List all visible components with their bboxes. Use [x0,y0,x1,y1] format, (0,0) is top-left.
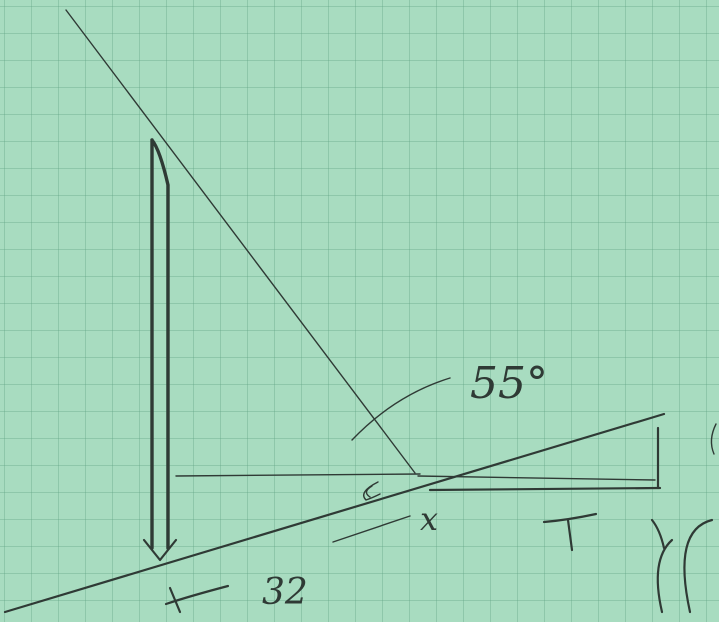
apex-angle-mark-inner [365,485,373,498]
vertical-arrow-head [142,538,178,562]
angle-label: 55° [470,358,548,409]
angle-arc [351,377,451,441]
apex-point-mark: x [420,500,438,538]
sight-line [65,9,416,474]
edge-mark [710,423,717,455]
t-mark [542,512,598,552]
right-horizontal-segment [428,486,662,492]
distance-label: 32 [262,572,308,613]
vertical-post [150,138,170,550]
horizontal-baseline [175,473,421,477]
curved-arrow-outer [683,518,714,614]
slope-line [3,412,666,614]
short-offset-line [332,515,411,543]
bottom-left-x-mark [164,584,230,614]
right-thin-line [417,475,656,481]
curved-arrow-inner [650,518,674,614]
